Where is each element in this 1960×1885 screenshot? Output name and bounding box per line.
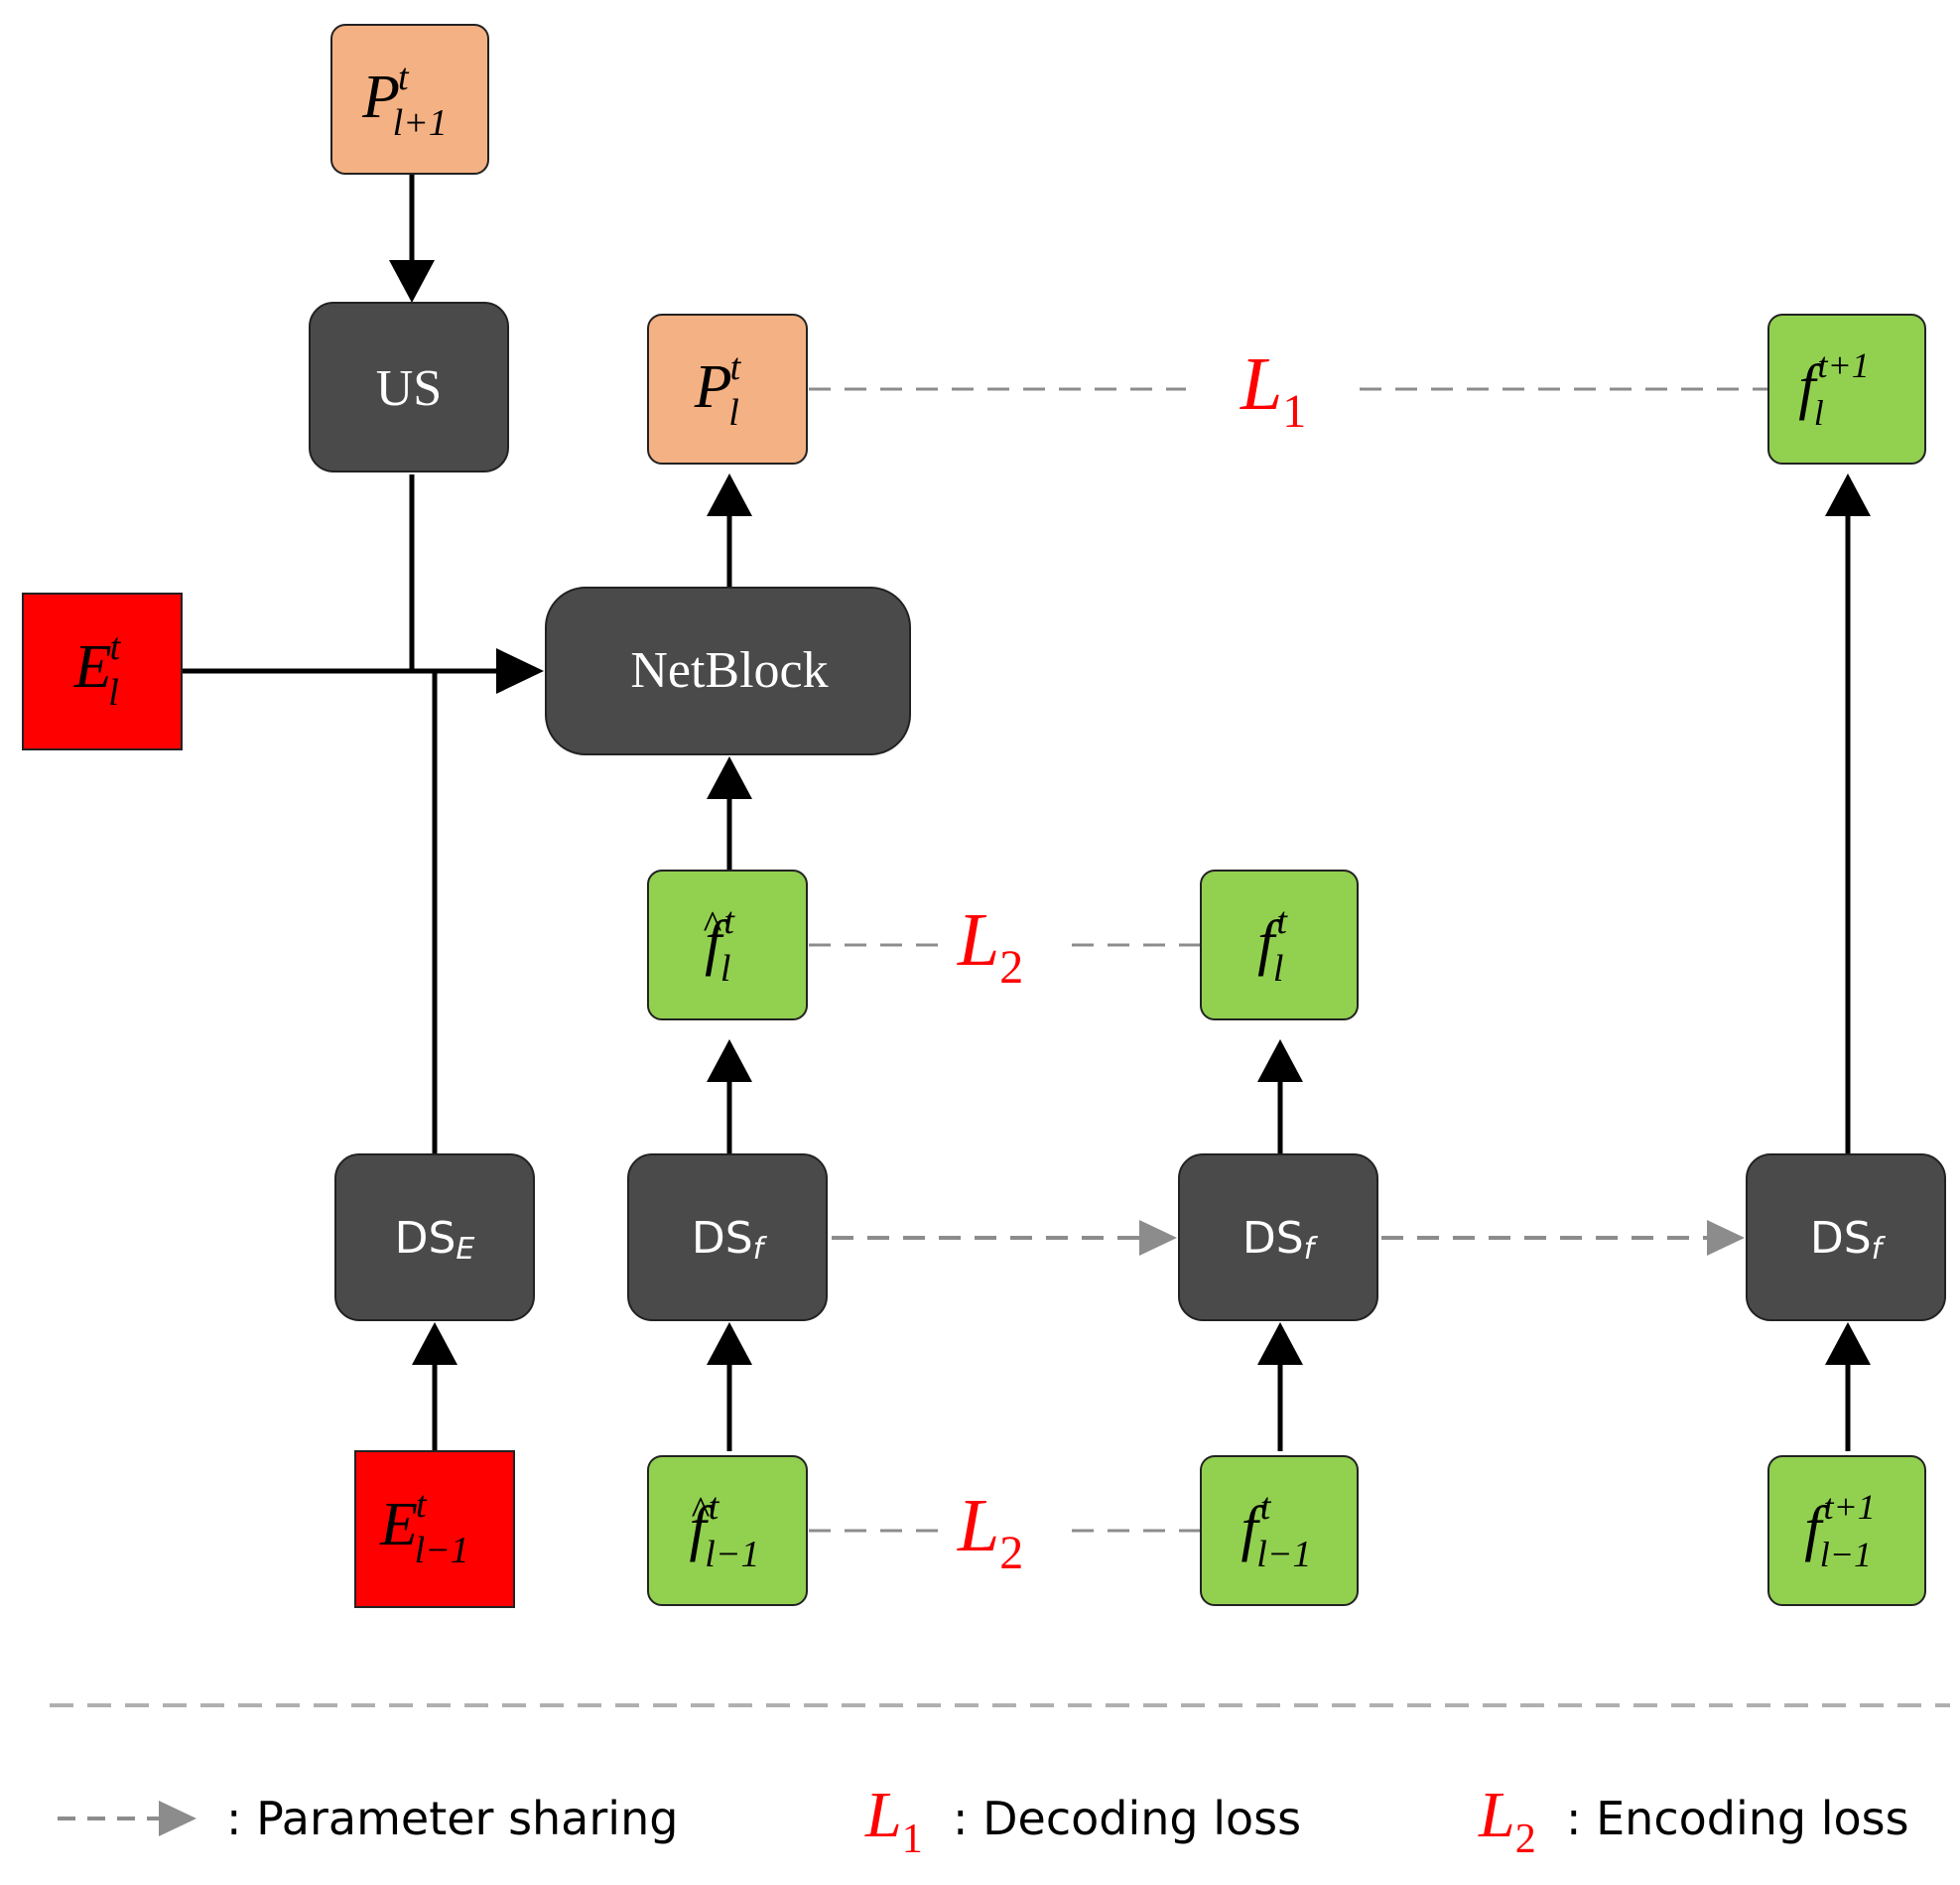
arrowhead — [1825, 473, 1871, 516]
netblock-block — [545, 587, 911, 755]
f-hat-l-minus-1-box — [647, 1455, 808, 1606]
f-hat-l-minus-1-hat: ^ — [692, 1488, 711, 1533]
p-l-box — [647, 314, 808, 465]
connectors — [50, 174, 1950, 1707]
ds-e-label: DSE — [395, 1213, 475, 1267]
arrowhead — [707, 473, 752, 516]
p-l-plus-1-box — [330, 24, 489, 175]
legend-parameter-sharing-text: : Parameter sharing — [226, 1792, 678, 1845]
f-l-box — [1200, 870, 1359, 1020]
legend-decoding-text: : Decoding loss — [953, 1792, 1301, 1845]
e-l-box — [22, 593, 183, 750]
f-l-minus-1-t-plus-1-box — [1767, 1455, 1926, 1606]
legend-l1-symbol: L1 — [864, 1779, 923, 1862]
ds-f-label-1: DSf — [692, 1213, 768, 1267]
arrowhead — [496, 648, 544, 694]
loss-labels: L1 L2 L2 — [957, 342, 1306, 1579]
l1-label: L1 — [1240, 342, 1306, 438]
arrowhead — [1139, 1220, 1177, 1256]
f-l-minus-1-box — [1200, 1455, 1359, 1606]
arrowhead — [707, 1322, 752, 1365]
arrowhead — [1257, 1039, 1303, 1082]
legend-arrowhead — [159, 1801, 196, 1836]
us-block — [309, 302, 509, 472]
arrowhead — [1825, 1322, 1871, 1365]
arrowhead — [707, 756, 752, 799]
arrowhead — [389, 260, 435, 303]
f-hat-l-box — [647, 870, 808, 1020]
arrowhead — [1707, 1220, 1745, 1256]
legend-encoding-text: : Encoding loss — [1566, 1792, 1909, 1845]
arrowhead — [412, 1322, 457, 1365]
arrowhead — [1257, 1322, 1303, 1365]
l2-label-upper: L2 — [957, 898, 1023, 994]
l2-label-lower: L2 — [957, 1484, 1023, 1579]
e-l-minus-1-box — [354, 1450, 515, 1608]
f-l-t-plus-1-box — [1767, 314, 1926, 465]
ds-f-block-2 — [1178, 1153, 1378, 1321]
arrowhead — [707, 1039, 752, 1082]
ds-e-block — [334, 1153, 535, 1321]
netblock-label: NetBlock — [630, 642, 828, 699]
ds-f-block-3 — [1746, 1153, 1946, 1321]
ds-f-block-1 — [627, 1153, 828, 1321]
legend: : Parameter sharing L1 : Decoding loss L… — [58, 1779, 1909, 1862]
f-hat-l-hat: ^ — [704, 902, 722, 947]
us-label: US — [376, 360, 442, 417]
legend-l2-symbol: L2 — [1478, 1779, 1536, 1862]
ds-f-label-3: DSf — [1810, 1213, 1887, 1267]
